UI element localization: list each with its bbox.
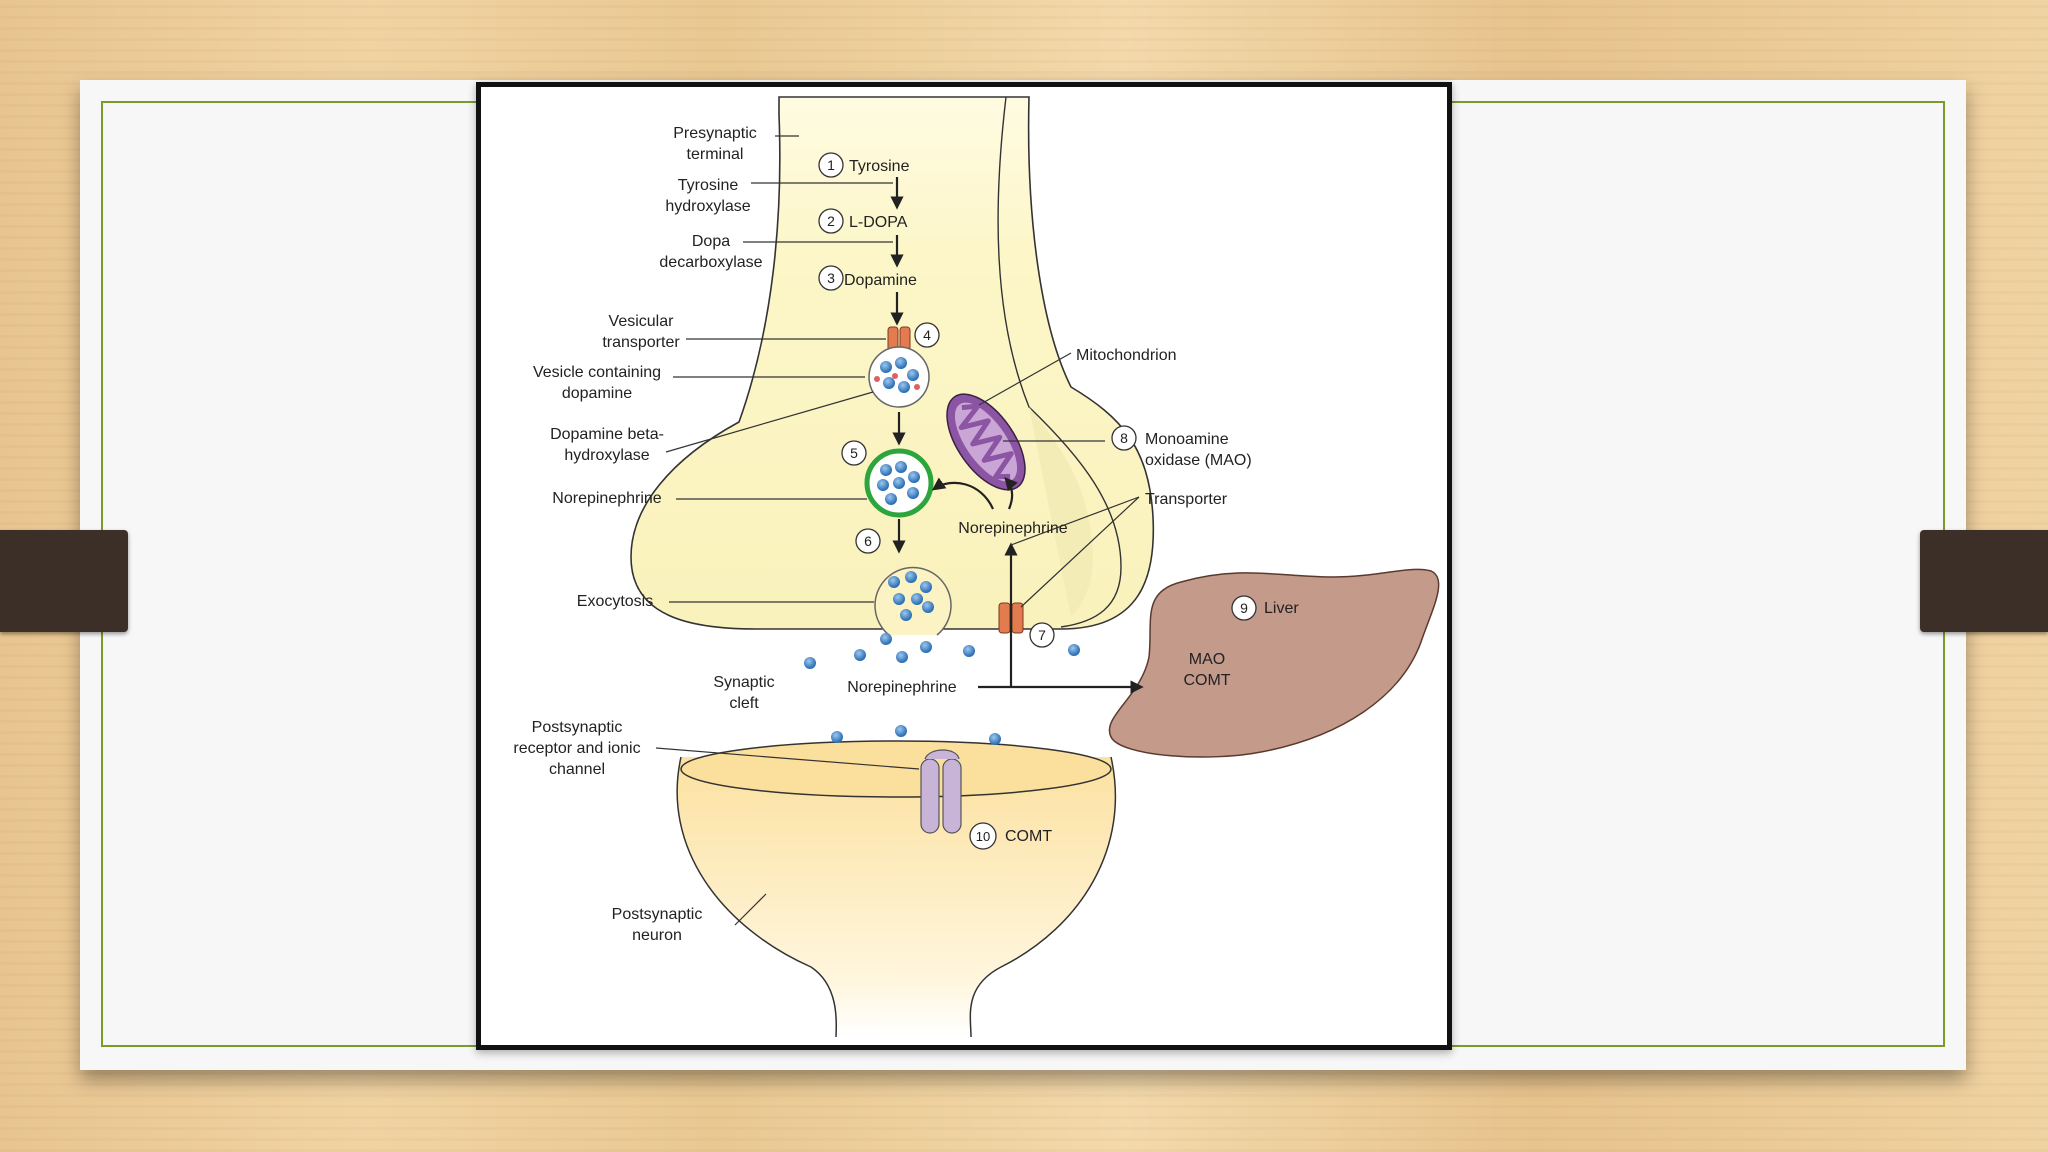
liver-shape <box>1108 568 1440 758</box>
right-binder-tab <box>1920 530 2048 632</box>
label-ldopa: L-DOPA <box>849 214 908 231</box>
label-exocytosis: Exocytosis <box>577 593 653 610</box>
step-6: 6 <box>864 533 872 549</box>
label-synaptic-cleft-2: cleft <box>729 695 759 712</box>
step-5: 5 <box>850 445 858 461</box>
cleft-norepinephrine-molecules <box>804 633 1080 745</box>
norepinephrine-vesicle <box>864 448 934 518</box>
step-number-circles <box>818 152 1257 850</box>
label-transporter: Transporter <box>1145 491 1228 508</box>
step-9: 9 <box>1240 600 1248 616</box>
label-tyrosine: Tyrosine <box>849 158 910 175</box>
label-postsynaptic-receptor-3: channel <box>549 761 605 778</box>
leader-lines <box>655 135 1140 926</box>
label-comt: COMT <box>1005 828 1052 845</box>
label-dopamine: Dopamine <box>844 272 917 289</box>
vesicular-transporter <box>887 326 911 352</box>
label-presynaptic-terminal-1: Presynaptic <box>673 125 757 142</box>
step-4: 4 <box>923 327 931 343</box>
step-8: 8 <box>1120 430 1128 446</box>
label-postsynaptic-neuron-2: neuron <box>632 927 682 944</box>
pathway-arrows <box>890 177 1144 694</box>
synapse-figure: 1 2 3 4 5 6 7 8 9 10 Presynaptic termina… <box>476 82 1452 1050</box>
label-liver: Liver <box>1264 600 1299 617</box>
synapse-diagram: 1 2 3 4 5 6 7 8 9 10 Presynaptic termina… <box>513 96 1440 1038</box>
postsynaptic-receptor-channel <box>920 749 962 834</box>
label-norepinephrine-left: Norepinephrine <box>552 490 662 507</box>
left-binder-tab <box>0 530 128 632</box>
step-2: 2 <box>827 213 835 229</box>
label-vesicle-dopamine-2: dopamine <box>562 385 632 402</box>
label-norepinephrine-cleft: Norepinephrine <box>847 679 957 696</box>
label-tyrosine-hydroxylase-2: hydroxylase <box>665 198 750 215</box>
label-vesicular-transporter-2: transporter <box>602 334 680 351</box>
label-dopa-decarboxylase-1: Dopa <box>692 233 730 250</box>
label-vesicle-dopamine-1: Vesicle containing <box>533 364 661 381</box>
label-dopa-decarboxylase-2: decarboxylase <box>659 254 762 271</box>
label-postsynaptic-receptor-1: Postsynaptic <box>532 719 623 736</box>
label-synaptic-cleft-1: Synaptic <box>713 674 774 691</box>
step-10: 10 <box>976 829 990 844</box>
label-mao-1: Monoamine <box>1145 431 1229 448</box>
step-1: 1 <box>827 157 835 173</box>
step-numbers: 1 2 3 4 5 6 7 8 9 10 <box>827 157 1248 844</box>
dopamine-vesicle <box>868 346 930 408</box>
label-mitochondrion: Mitochondrion <box>1076 347 1177 364</box>
label-postsynaptic-neuron-1: Postsynaptic <box>612 906 703 923</box>
exocytosis-vesicle <box>874 566 952 636</box>
label-presynaptic-terminal-2: terminal <box>687 146 744 163</box>
postsynaptic-neuron-shape <box>677 757 1116 1037</box>
label-dbh-1: Dopamine beta- <box>550 426 664 443</box>
label-postsynaptic-receptor-2: receptor and ionic <box>513 740 640 757</box>
membrane-transporter <box>998 602 1024 634</box>
diagram-labels: Presynaptic terminal Tyrosine hydroxylas… <box>513 125 1299 944</box>
label-liver-mao: MAO <box>1189 651 1225 668</box>
mitochondrion <box>946 393 1026 491</box>
label-dbh-2: hydroxylase <box>564 447 649 464</box>
label-mao-2: oxidase (MAO) <box>1145 452 1252 469</box>
label-tyrosine-hydroxylase-1: Tyrosine <box>678 177 739 194</box>
label-norepinephrine-inner: Norepinephrine <box>958 520 1068 537</box>
step-7: 7 <box>1038 627 1046 643</box>
label-vesicular-transporter-1: Vesicular <box>609 313 675 330</box>
step-3: 3 <box>827 270 835 286</box>
label-liver-comt: COMT <box>1183 672 1230 689</box>
